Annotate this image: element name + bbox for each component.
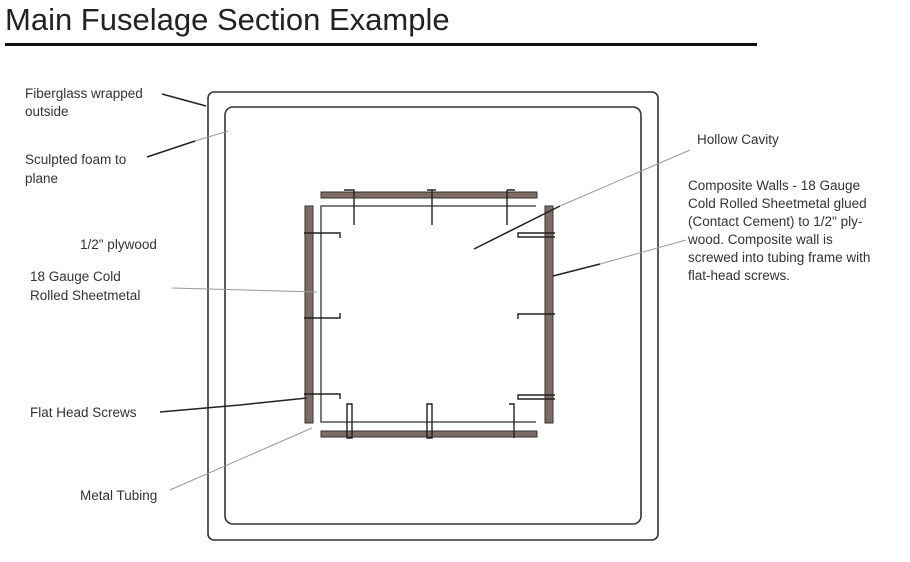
leader-composite <box>552 263 601 277</box>
title-underline <box>5 43 757 46</box>
metal-tubing-frame <box>320 205 536 423</box>
leader-tubing <box>169 427 313 491</box>
label-foam: Sculpted foam to plane <box>25 152 130 186</box>
top-screws <box>344 189 515 225</box>
left-wall <box>304 205 314 424</box>
outer-fiberglass-shell <box>207 91 659 541</box>
leader-cavity <box>473 205 561 250</box>
leader-screws-a <box>159 404 241 413</box>
bottom-wall <box>320 430 538 438</box>
label-sheetmetal: 18 Gauge Cold Rolled Sheetmetal <box>30 269 140 303</box>
label-screws: Flat Head Screws <box>30 405 137 420</box>
leader-sheetmetal <box>171 287 318 293</box>
right-screws <box>517 232 555 400</box>
inner-foam-boundary <box>224 106 642 525</box>
bottom-screws <box>346 403 515 439</box>
leader-fiberglass <box>161 93 207 107</box>
leader-screws-b <box>239 397 308 406</box>
leader-foam <box>146 140 196 158</box>
top-wall <box>320 191 538 199</box>
leader-foam-ext <box>194 130 229 142</box>
diagram-title: Main Fuselage Section Example <box>5 2 450 37</box>
label-fiberglass: Fiberglass wrapped outside <box>25 86 147 119</box>
leader-cavity-ext <box>559 149 691 207</box>
leader-composite-ext <box>599 239 687 265</box>
label-plywood: 1/2" plywood <box>80 237 157 252</box>
label-composite: Composite Walls - 18 Gauge Cold Rolled S… <box>687 178 874 283</box>
left-screws <box>304 232 341 399</box>
label-tubing: Metal Tubing <box>80 488 157 503</box>
label-cavity: Hollow Cavity <box>697 132 779 147</box>
